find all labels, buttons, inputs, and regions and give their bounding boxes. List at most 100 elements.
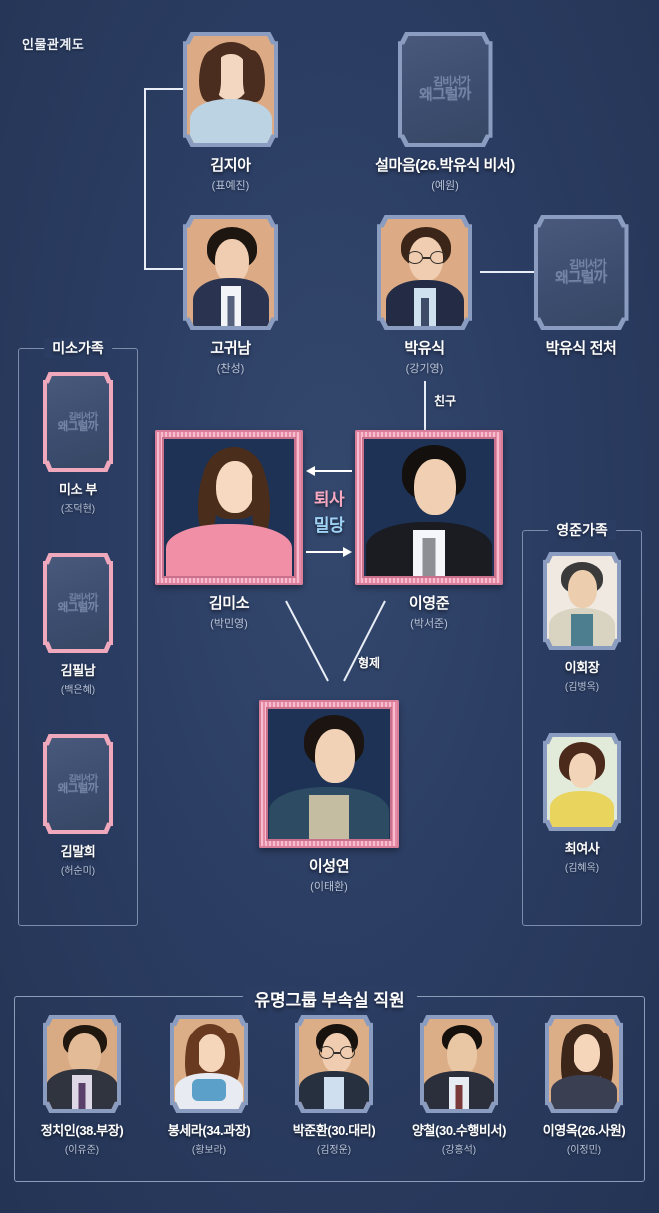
character-node-leeyoungjun[interactable]: 이영준 (박서준) xyxy=(355,430,503,631)
photo-frame xyxy=(543,552,621,650)
relation-label-pushpull: 밀당 xyxy=(313,516,345,535)
character-node-leesungyeon[interactable]: 이성연 (이태환) xyxy=(259,700,399,894)
group-label-miso-family: 미소가족 xyxy=(44,338,112,358)
group-box-staff: 유명그룹 부속실 직원 xyxy=(14,986,645,1182)
photo-frame xyxy=(183,32,278,147)
logo-line-2: 왜그럴까 xyxy=(57,780,99,795)
photo-frame-placeholder: 김비서가 왜그럴까 xyxy=(397,32,493,147)
character-actor: (백은혜) xyxy=(60,685,96,696)
photo-frame xyxy=(170,1015,248,1113)
photo-frame xyxy=(545,1015,623,1113)
portrait-gogwinam xyxy=(187,219,274,326)
character-node-staff-2[interactable]: 박준환(30.대리) (김정운) xyxy=(274,1015,394,1156)
portrait-staff-2 xyxy=(299,1019,369,1109)
character-node-parkyusik[interactable]: 박유식 (강기영) xyxy=(377,215,472,376)
character-actor: (강홍석) xyxy=(441,1145,477,1156)
character-name: 최여사 xyxy=(564,841,600,856)
character-actor: (박민영) xyxy=(210,618,248,630)
photo-frame-placeholder: 김비서가 왜그럴까 xyxy=(533,215,629,330)
portrait-staff-0 xyxy=(47,1019,117,1109)
character-node-kimpilnam[interactable]: 김비서가 왜그럴까 김필남 (백은혜) xyxy=(23,553,133,696)
character-actor: (표예진) xyxy=(211,180,250,192)
group-box-miso-family: 미소가족 xyxy=(18,338,138,926)
portrait-kimmiso xyxy=(164,439,294,576)
character-name: 박유식 xyxy=(404,340,445,357)
group-label-youngjun-family: 영준가족 xyxy=(548,520,616,540)
photo-frame xyxy=(259,700,399,848)
portrait-madamchoi xyxy=(547,737,617,827)
character-name: 양철(30.수행비서) xyxy=(411,1123,507,1138)
connector-bracket-bottom xyxy=(144,268,190,270)
character-name: 김필남 xyxy=(60,663,96,678)
character-node-miso-father[interactable]: 김비서가 왜그럴까 미소 부 (조덕현) xyxy=(23,372,133,515)
connector-friend-line xyxy=(424,381,426,433)
drama-logo-watermark: 김비서가 왜그럴까 xyxy=(57,773,99,795)
character-node-staff-4[interactable]: 이영옥(26.사원) (이정민) xyxy=(524,1015,644,1156)
character-name: 김말희 xyxy=(60,844,96,859)
character-actor: (예원) xyxy=(431,180,459,192)
character-name: 정치인(38.부장) xyxy=(40,1123,124,1138)
character-node-kimjia[interactable]: 김지아 (표예진) xyxy=(178,32,283,193)
photo-frame xyxy=(377,215,472,330)
character-node-gogwinam[interactable]: 고귀남 (찬성) xyxy=(178,215,283,376)
character-actor: (찬성) xyxy=(216,363,245,375)
photo-frame xyxy=(295,1015,373,1113)
character-node-staff-1[interactable]: 봉세라(34.과장) (황보라) xyxy=(149,1015,269,1156)
character-actor: (김혜옥) xyxy=(564,863,600,874)
character-actor: (조덕현) xyxy=(60,504,96,515)
group-label-staff: 유명그룹 부속실 직원 xyxy=(242,986,417,1011)
portrait-staff-1 xyxy=(174,1019,244,1109)
photo-frame-placeholder: 김비서가 왜그럴까 xyxy=(43,734,113,834)
character-actor: (이유준) xyxy=(64,1145,100,1156)
character-node-kimmalhee[interactable]: 김비서가 왜그럴까 김말희 (허순미) xyxy=(23,734,133,877)
character-node-seolmaeum[interactable]: 김비서가 왜그럴까 설마음(26.박유식 비서) (예원) xyxy=(365,32,525,193)
drama-logo-watermark: 김비서가 왜그럴까 xyxy=(419,76,471,104)
relation-label-sibling: 형제 xyxy=(358,656,381,670)
drama-logo-watermark: 김비서가 왜그럴까 xyxy=(555,259,607,287)
character-name: 봉세라(34.과장) xyxy=(167,1123,251,1138)
portrait-leechairman xyxy=(547,556,617,646)
character-name: 이성연 xyxy=(308,858,350,875)
character-node-leechairman[interactable]: 이회장 (김병옥) xyxy=(527,552,637,693)
arrow-pushpull-right xyxy=(306,547,352,557)
portrait-leesungyeon xyxy=(268,709,390,839)
character-actor: (강기영) xyxy=(405,363,444,375)
logo-line-2: 왜그럴까 xyxy=(419,85,471,104)
photo-frame-placeholder: 김비서가 왜그럴까 xyxy=(43,553,113,653)
character-actor: (허순미) xyxy=(60,866,96,877)
character-name: 김미소 xyxy=(208,595,250,612)
photo-frame xyxy=(355,430,503,585)
character-name: 설마음(26.박유식 비서) xyxy=(375,157,515,174)
character-name: 이영옥(26.사원) xyxy=(542,1123,626,1138)
portrait-staff-3 xyxy=(424,1019,494,1109)
group-box-youngjun-family: 영준가족 xyxy=(522,520,642,926)
photo-frame xyxy=(183,215,278,330)
character-node-kimmiso[interactable]: 김미소 (박민영) xyxy=(155,430,303,631)
photo-frame xyxy=(43,1015,121,1113)
character-name: 박유식 전처 xyxy=(545,340,617,357)
character-name: 박준환(30.대리) xyxy=(292,1123,376,1138)
character-node-staff-3[interactable]: 양철(30.수행비서) (강홍석) xyxy=(394,1015,524,1156)
character-node-madamchoi[interactable]: 최여사 (김혜옥) xyxy=(527,733,637,874)
photo-frame xyxy=(420,1015,498,1113)
character-node-staff-0[interactable]: 정치인(38.부장) (이유준) xyxy=(22,1015,142,1156)
character-actor: (이태환) xyxy=(310,881,348,893)
character-node-parkyusik-exwife[interactable]: 김비서가 왜그럴까 박유식 전처 xyxy=(531,215,631,360)
relation-center-labels: 퇴사 밀당 xyxy=(294,485,364,536)
logo-line-2: 왜그럴까 xyxy=(57,418,99,433)
portrait-staff-4 xyxy=(549,1019,619,1109)
drama-logo-watermark: 김비서가 왜그럴까 xyxy=(57,592,99,614)
drama-logo-watermark: 김비서가 왜그럴까 xyxy=(57,411,99,433)
page-title: 인물관계도 xyxy=(22,37,85,52)
character-actor: (황보라) xyxy=(191,1145,227,1156)
character-name: 이회장 xyxy=(564,660,600,675)
photo-frame-placeholder: 김비서가 왜그럴까 xyxy=(43,372,113,472)
logo-line-2: 왜그럴까 xyxy=(57,599,99,614)
connector-bracket-top xyxy=(144,88,190,90)
logo-line-2: 왜그럴까 xyxy=(555,268,607,287)
character-name: 김지아 xyxy=(210,157,251,174)
character-name: 이영준 xyxy=(408,595,450,612)
arrow-resign-left xyxy=(306,466,352,476)
photo-frame xyxy=(155,430,303,585)
character-name: 고귀남 xyxy=(210,340,251,357)
